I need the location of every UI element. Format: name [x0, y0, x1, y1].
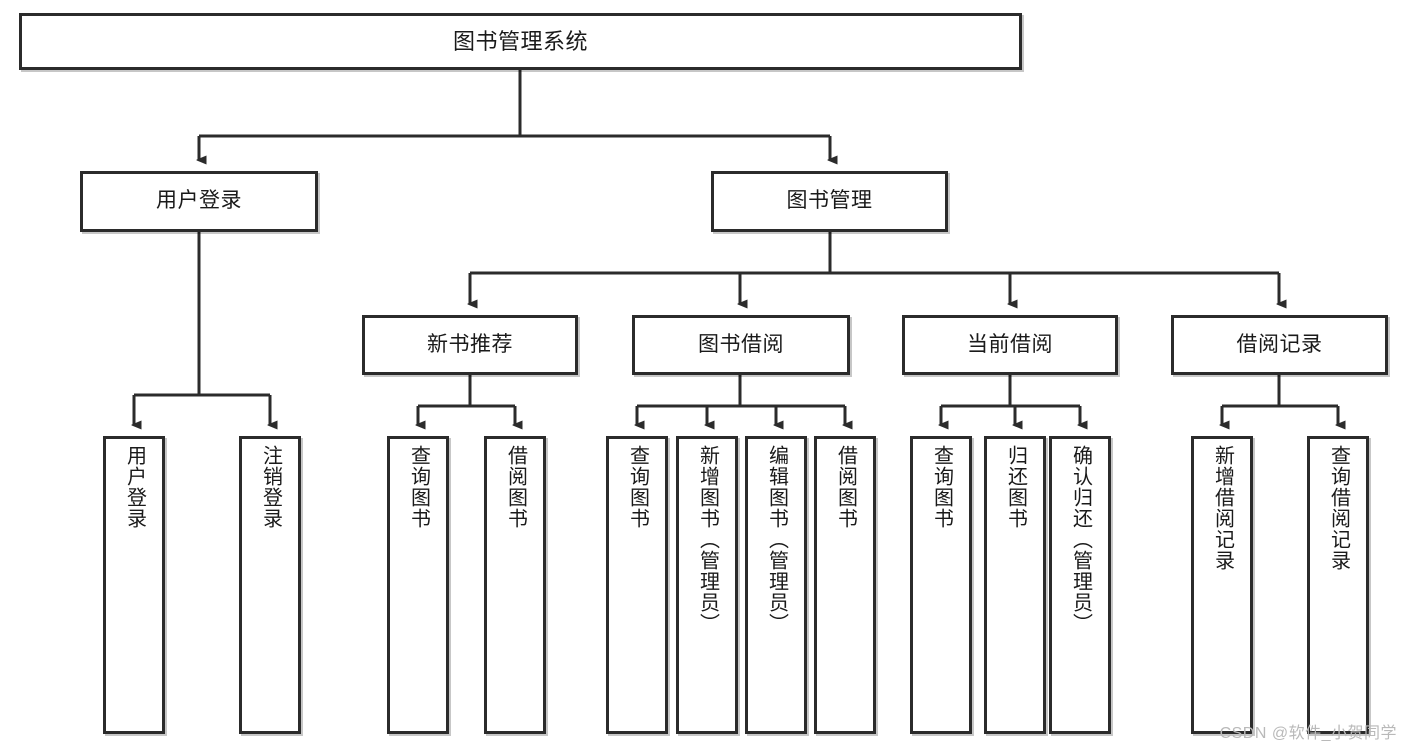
node-leaf-query-book-1[interactable]: 查询图书 [387, 436, 449, 734]
node-leaf-borrow-book-2[interactable]: 借阅图书 [814, 436, 876, 734]
node-new-book-recommend[interactable]: 新书推荐 [362, 315, 578, 375]
node-leaf-query-record[interactable]: 查询借阅记录 [1307, 436, 1369, 734]
node-leaf-query-book-2[interactable]: 查询图书 [606, 436, 668, 734]
node-leaf-confirm-return-label: 确认归还（管理员） [1069, 445, 1092, 634]
node-leaf-query-record-label: 查询借阅记录 [1327, 445, 1350, 571]
node-leaf-user-login-label: 用户登录 [123, 445, 146, 529]
node-leaf-user-login[interactable]: 用户登录 [103, 436, 165, 734]
node-leaf-edit-book-label: 编辑图书（管理员） [765, 445, 788, 634]
node-leaf-add-book-label: 新增图书（管理员） [696, 445, 719, 634]
node-user-login[interactable]: 用户登录 [80, 171, 318, 232]
node-leaf-add-record-label: 新增借阅记录 [1211, 445, 1234, 571]
node-leaf-confirm-return[interactable]: 确认归还（管理员） [1049, 436, 1111, 734]
node-current-borrow-label: 当前借阅 [967, 332, 1053, 356]
node-new-book-recommend-label: 新书推荐 [427, 332, 513, 356]
node-leaf-logout-label: 注销登录 [259, 445, 282, 529]
node-user-login-label: 用户登录 [156, 189, 242, 213]
node-root-label: 图书管理系统 [452, 28, 588, 54]
node-leaf-query-book-1-label: 查询图书 [407, 445, 430, 529]
node-leaf-query-book-3[interactable]: 查询图书 [910, 436, 972, 734]
node-leaf-edit-book[interactable]: 编辑图书（管理员） [745, 436, 807, 734]
node-leaf-add-record[interactable]: 新增借阅记录 [1191, 436, 1253, 734]
node-leaf-logout[interactable]: 注销登录 [239, 436, 301, 734]
node-book-manage-label: 图书管理 [786, 189, 873, 213]
node-book-manage[interactable]: 图书管理 [711, 171, 948, 232]
node-leaf-return-book-label: 归还图书 [1004, 445, 1027, 529]
node-leaf-borrow-book-2-label: 借阅图书 [834, 445, 857, 529]
node-leaf-borrow-book-1-label: 借阅图书 [504, 445, 527, 529]
node-leaf-query-book-2-label: 查询图书 [626, 445, 649, 529]
node-leaf-add-book[interactable]: 新增图书（管理员） [676, 436, 738, 734]
node-leaf-borrow-book-1[interactable]: 借阅图书 [484, 436, 546, 734]
node-current-borrow[interactable]: 当前借阅 [902, 315, 1118, 375]
node-book-borrow-label: 图书借阅 [698, 332, 784, 356]
node-borrow-record[interactable]: 借阅记录 [1171, 315, 1388, 375]
node-leaf-return-book[interactable]: 归还图书 [984, 436, 1046, 734]
node-leaf-query-book-3-label: 查询图书 [930, 445, 953, 529]
node-borrow-record-label: 借阅记录 [1236, 332, 1323, 356]
node-root[interactable]: 图书管理系统 [19, 13, 1022, 70]
watermark: CSDN @软件_小贺同学 [1219, 725, 1397, 742]
node-book-borrow[interactable]: 图书借阅 [632, 315, 850, 375]
